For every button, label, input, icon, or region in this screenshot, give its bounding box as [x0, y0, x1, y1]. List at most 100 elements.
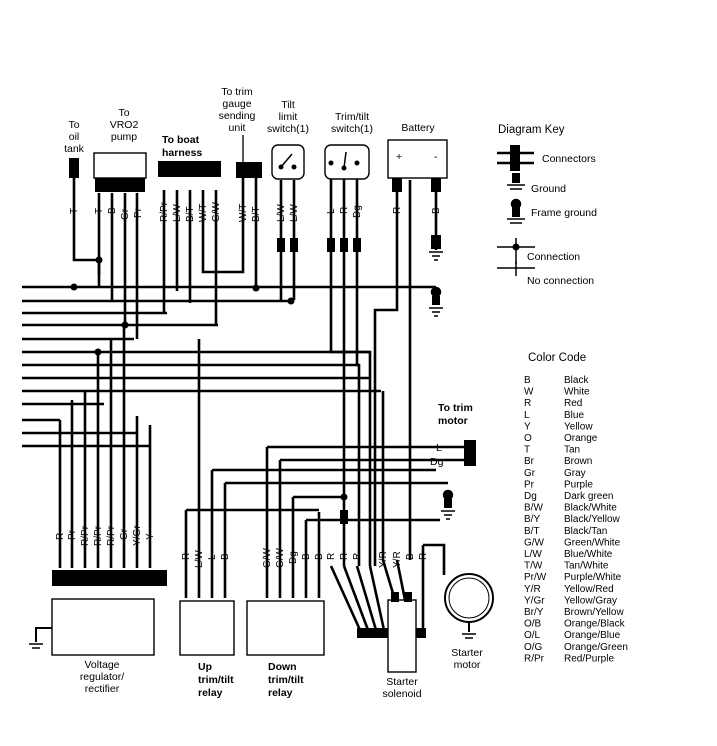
- regulator-label-3: rectifier: [85, 683, 120, 695]
- vro2-label-1: To: [118, 107, 129, 119]
- battery-plus: +: [396, 151, 402, 163]
- pin-label: Gr: [119, 528, 130, 540]
- pin-label: R/Pr: [106, 525, 117, 546]
- pin-label: Dg: [288, 551, 299, 564]
- regulator-label-1: Voltage: [84, 659, 119, 671]
- frame-ground-icon: [441, 489, 455, 520]
- pin-label: B: [301, 553, 312, 560]
- color-name: Yellow: [564, 421, 593, 432]
- pin-label: R: [181, 553, 192, 560]
- pin-label: B: [431, 207, 442, 214]
- pin-label: B: [107, 207, 118, 214]
- pin-label: G/W: [211, 201, 222, 222]
- color-abbrev: B/T: [524, 526, 540, 537]
- color-name: Orange/Black: [564, 619, 626, 630]
- no-connection-icon: [497, 262, 535, 276]
- color-code-row: Br/Y Brown/Yellow: [524, 607, 624, 618]
- pin-label: G/W: [275, 547, 286, 568]
- vro2-pump-connector: To VRO2 pump: [93, 107, 147, 192]
- color-abbrev: R/Pr: [524, 653, 545, 664]
- key-frame-ground: Frame ground: [531, 207, 597, 219]
- pin-label: L/W: [172, 204, 183, 222]
- wires: [22, 177, 464, 635]
- color-code-row: Pr/W Purple/White: [524, 572, 622, 583]
- pin-label: R: [392, 207, 403, 214]
- pin-label: B: [220, 553, 231, 560]
- color-code-row: Br Brown: [524, 456, 592, 467]
- oil-tank-label-1: To: [68, 119, 79, 131]
- diagram-key: Diagram Key Connectors Ground Frame grou…: [497, 124, 597, 287]
- up-relay-label-1: Up: [198, 661, 212, 673]
- color-abbrev: Pr/W: [524, 572, 547, 583]
- color-name: Blue/White: [564, 549, 613, 560]
- trim-motor-pin-l: L: [436, 442, 442, 454]
- pin-label: Y/Gr: [132, 525, 143, 546]
- color-name: Red: [564, 398, 582, 409]
- color-name: Orange: [564, 433, 598, 444]
- ground-icon: [507, 173, 525, 190]
- color-abbrev: Pr: [524, 479, 535, 490]
- oil-tank-connector: To oil tank: [64, 119, 85, 178]
- tilt-limit-label-2: limit: [279, 111, 298, 123]
- key-no-connection: No connection: [527, 275, 594, 287]
- frame-ground-icon: [507, 198, 525, 224]
- battery: Battery + -: [387, 122, 448, 192]
- vro2-label-3: pump: [111, 131, 137, 143]
- color-name: Yellow/Red: [564, 584, 614, 595]
- pin-label: R: [339, 553, 350, 560]
- color-name: Tan: [564, 445, 580, 456]
- down-relay-label-3: relay: [268, 687, 293, 699]
- pin-label: Gr: [120, 208, 131, 220]
- color-abbrev: O: [524, 433, 532, 444]
- color-abbrev: O/G: [524, 642, 543, 653]
- color-name: Brown/Yellow: [564, 607, 624, 618]
- vro2-label-2: VRO2: [110, 119, 139, 131]
- trim-gauge-label-4: unit: [229, 122, 246, 134]
- pin-label: B: [405, 553, 416, 560]
- pin-label: L/W: [289, 204, 300, 222]
- color-name: Brown: [564, 456, 592, 467]
- color-abbrev: Br: [524, 456, 535, 467]
- inline-connectors: [277, 238, 361, 524]
- color-abbrev: B/Y: [524, 514, 540, 525]
- trim-gauge-label-1: To trim: [221, 86, 253, 98]
- pin-label: R: [339, 207, 350, 214]
- pin-labels: T T B Gr Pr R/Pr L/W B/T W/T G/W W/T B/T…: [55, 201, 442, 568]
- up-relay-label-3: relay: [198, 687, 223, 699]
- tilt-limit-label-1: Tilt: [281, 99, 295, 111]
- color-name: Purple/White: [564, 572, 622, 583]
- color-abbrev: Br/Y: [524, 607, 544, 618]
- color-abbrev: B/W: [524, 503, 543, 514]
- trim-motor-connector: To trim motor L Dg: [430, 402, 476, 468]
- color-name: Orange/Blue: [564, 630, 621, 641]
- down-relay-label-1: Down: [268, 661, 297, 673]
- voltage-regulator: Voltage regulator/ rectifier: [29, 570, 167, 695]
- color-name: Orange/Green: [564, 642, 628, 653]
- trim-motor-label-1: To trim: [438, 402, 473, 414]
- color-abbrev: Dg: [524, 491, 537, 502]
- pin-label: Y: [145, 533, 156, 540]
- up-relay-label-2: trim/tilt: [198, 674, 234, 686]
- pin-label: L/W: [276, 204, 287, 222]
- pin-label: Y/R: [392, 551, 403, 568]
- pin-label: L/W: [194, 550, 205, 568]
- pin-label: R: [326, 553, 337, 560]
- color-abbrev: O/L: [524, 630, 541, 641]
- color-abbrev: L: [524, 410, 530, 421]
- color-code-row: O/L Orange/Blue: [524, 630, 621, 641]
- trim-tilt-switch: Trim/tilt switch(1): [324, 111, 373, 180]
- color-abbrev: T/W: [524, 561, 543, 572]
- pin-label: G/W: [262, 547, 273, 568]
- trim-gauge-label-2: gauge: [222, 98, 251, 110]
